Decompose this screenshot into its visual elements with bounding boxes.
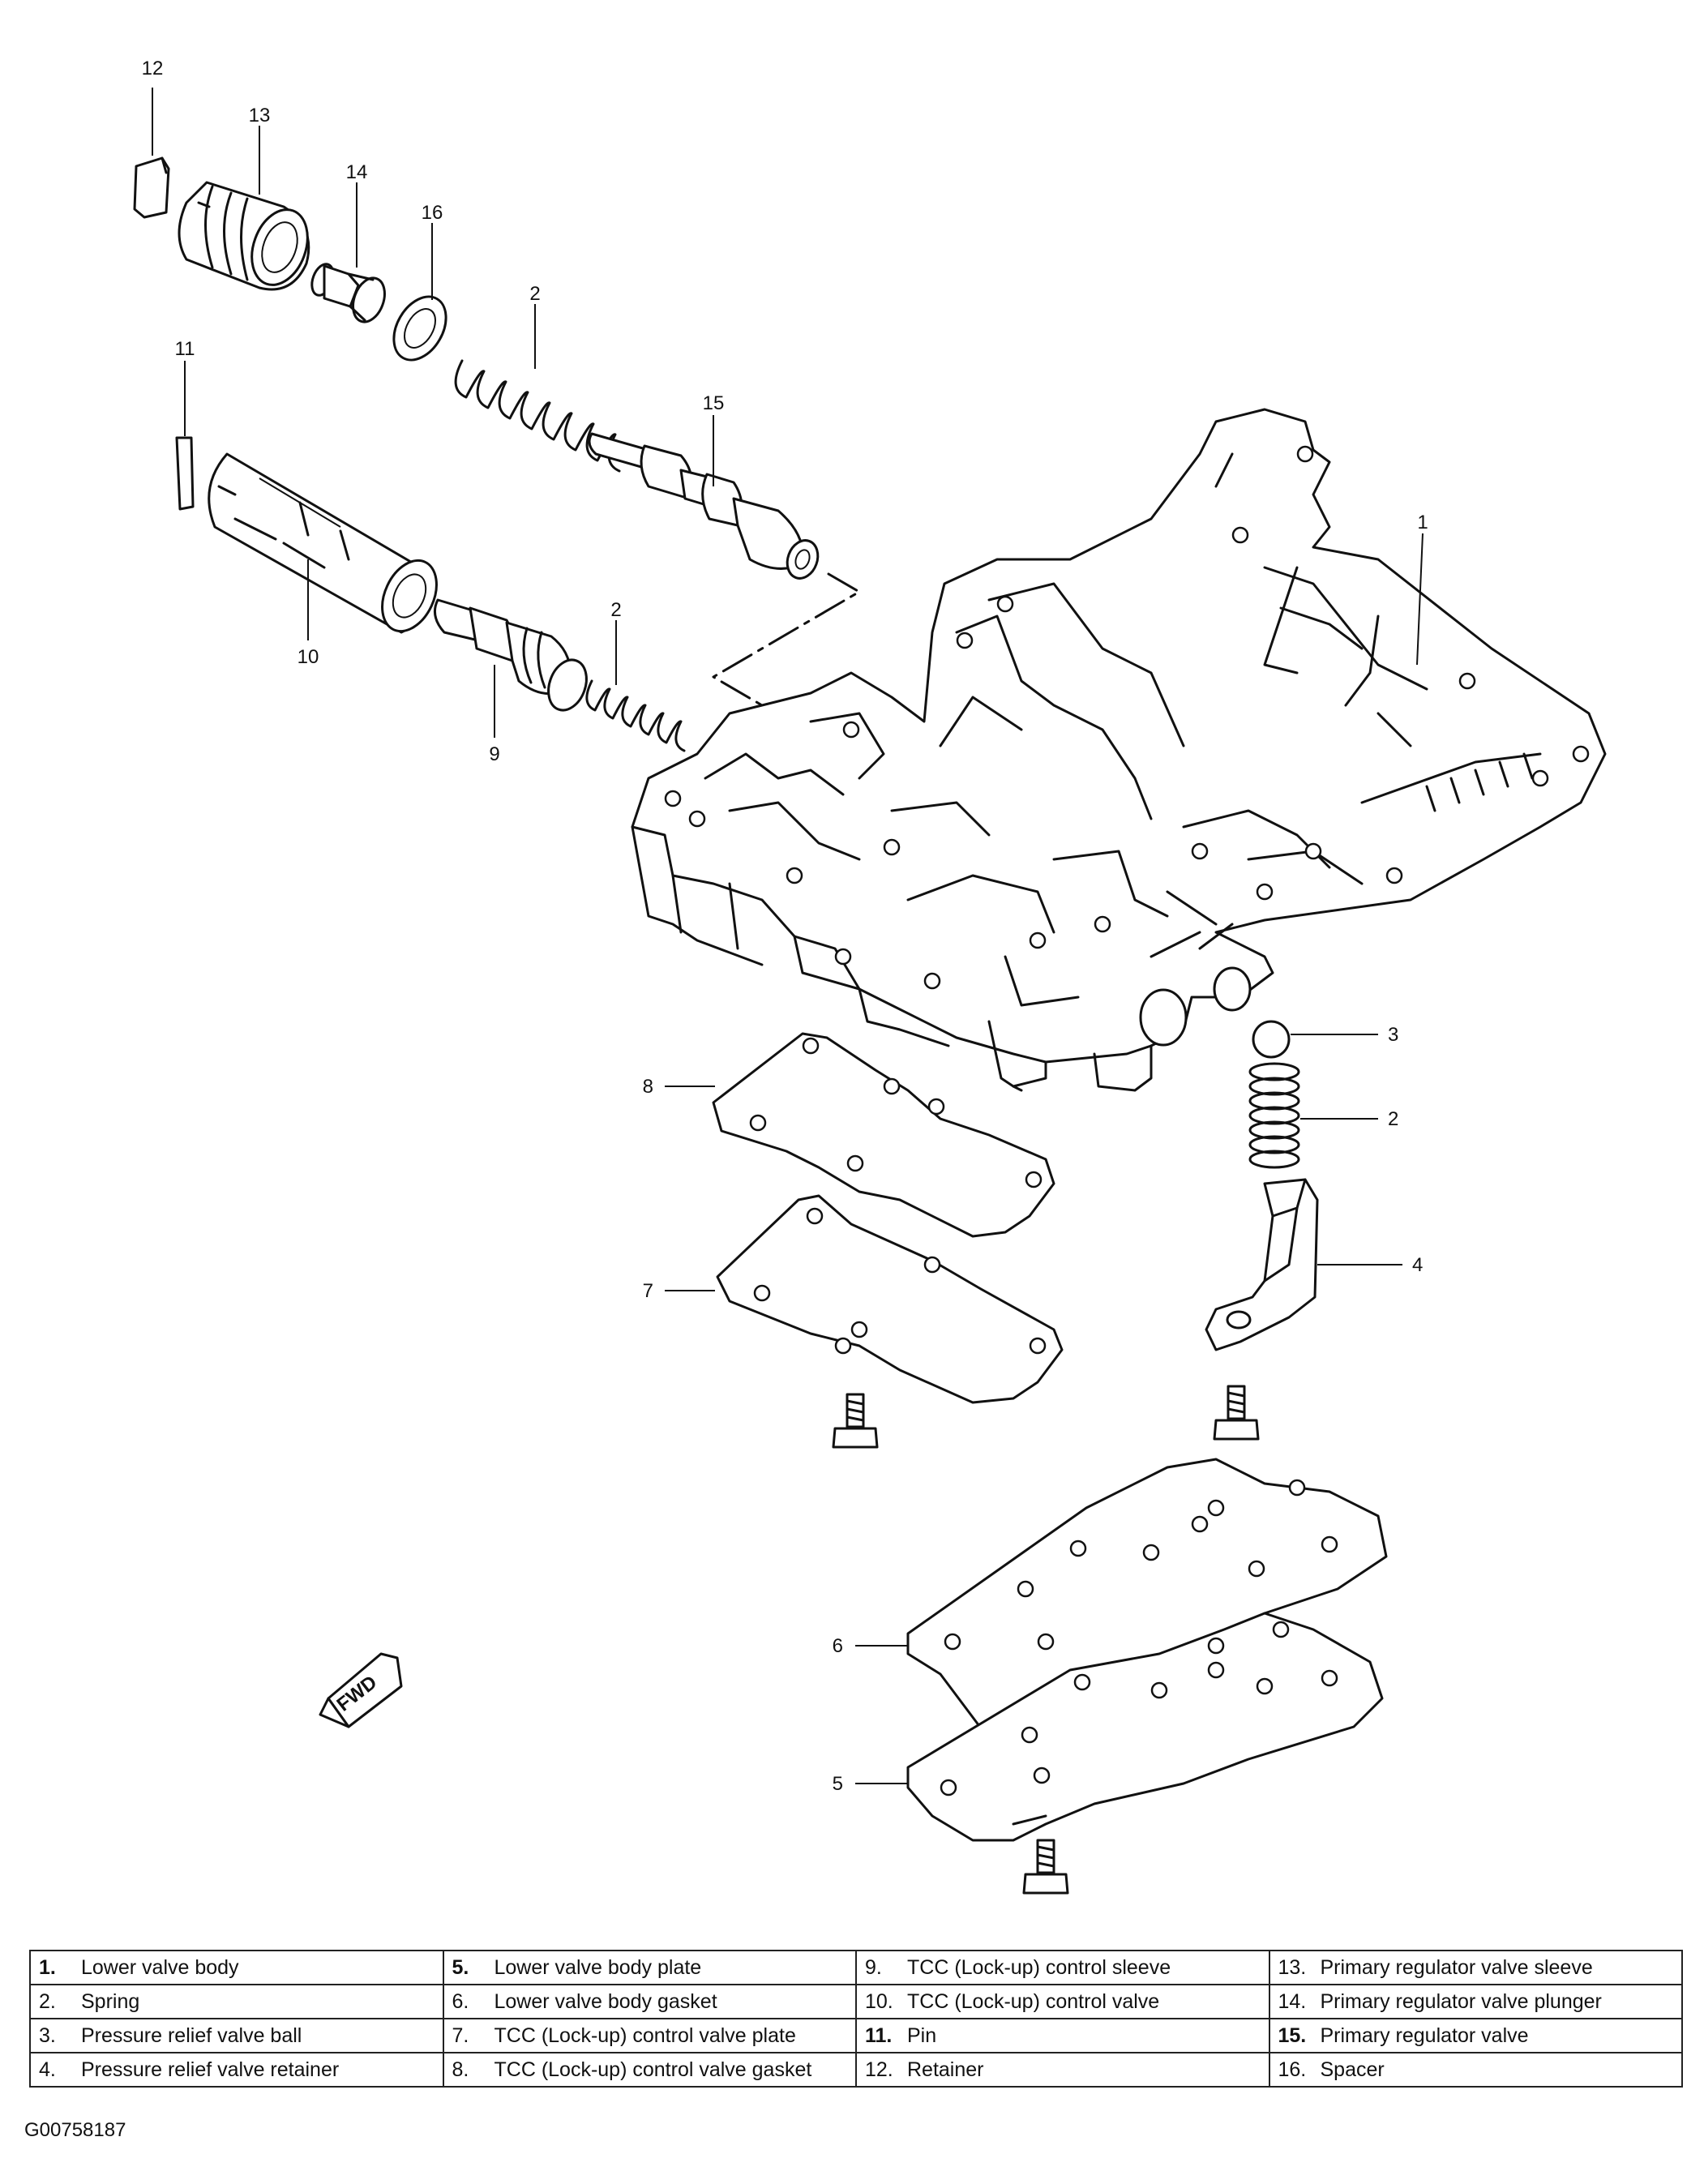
callout-2-lower: 2 <box>1388 1108 1398 1130</box>
callout-leaders <box>152 88 1424 1784</box>
callout-16: 16 <box>422 202 443 224</box>
bolt-right <box>1213 1385 1260 1441</box>
callout-12: 12 <box>142 58 164 79</box>
callout-8: 8 <box>643 1076 653 1098</box>
spacer-part <box>392 295 447 362</box>
primary-regulator-valve-plunger-part <box>310 263 386 323</box>
legend-part-name: Lower valve body <box>81 1955 239 1979</box>
callout-13: 13 <box>249 105 271 126</box>
legend-number: 2. <box>39 1989 56 2013</box>
legend-number: 16. <box>1278 2058 1307 2081</box>
tcc-control-valve-gasket-part <box>712 1032 1055 1238</box>
callout-14: 14 <box>346 161 368 183</box>
legend-part-name: Primary regulator valve sleeve <box>1320 1955 1593 1979</box>
callout-1: 1 <box>1417 512 1428 533</box>
legend-part-name: Spring <box>81 1989 140 2013</box>
legend-number: 5. <box>452 1955 469 1979</box>
legend-row: 4. Pressure relief valve retainer 8. TCC (L… <box>29 2052 1683 2088</box>
legend-part-name: Pressure relief valve retainer <box>81 2058 340 2081</box>
legend-number: 3. <box>39 2023 56 2047</box>
callout-5: 5 <box>833 1773 843 1795</box>
legend-cell: 13. Primary regulator valve sleeve <box>1268 1950 1683 1985</box>
legend-number: 8. <box>452 2058 469 2081</box>
legend-part-name: TCC (Lock-up) control valve gasket <box>494 2058 812 2081</box>
legend-part-name: Lower valve body gasket <box>494 1989 717 2013</box>
legend-part-name: Retainer <box>907 2058 984 2081</box>
legend-cell: 5. Lower valve body plate <box>442 1950 857 1985</box>
legend-part-name: TCC (Lock-up) control valve plate <box>494 2023 796 2047</box>
legend-part-name: Primary regulator valve plunger <box>1320 1989 1602 2013</box>
callout-6: 6 <box>833 1635 843 1657</box>
pressure-relief-valve-retainer-part <box>1205 1178 1319 1351</box>
legend-number: 6. <box>452 1989 469 2013</box>
callout-11: 11 <box>175 338 195 360</box>
legend-number: 12. <box>865 2058 893 2081</box>
callout-15: 15 <box>703 392 725 414</box>
legend-part-name: TCC (Lock-up) control sleeve <box>907 1955 1171 1979</box>
legend-part-name: Pressure relief valve ball <box>81 2023 302 2047</box>
tcc-control-valve-plate-part <box>716 1194 1064 1404</box>
legend-part-name: Lower valve body plate <box>494 1955 702 1979</box>
callout-10: 10 <box>298 646 319 668</box>
tcc-control-sleeve-part <box>433 598 588 712</box>
legend-number: 10. <box>865 1989 893 2013</box>
legend-cell: 15. Primary regulator valve <box>1268 2018 1683 2053</box>
callout-4: 4 <box>1412 1254 1423 1276</box>
spring-lower-part <box>1248 1062 1300 1169</box>
legend-cell: 11. Pin <box>855 2018 1270 2053</box>
legend-part-name: TCC (Lock-up) control valve <box>907 1989 1160 2013</box>
legend-cell: 16. Spacer <box>1268 2052 1683 2088</box>
legend-number: 15. <box>1278 2023 1307 2047</box>
legend-number: 14. <box>1278 1989 1307 2013</box>
fwd-arrow-icon: FWD <box>319 1652 403 1728</box>
legend-cell: 2. Spring <box>29 1984 444 2019</box>
legend-cell: 1. Lower valve body <box>29 1950 444 1985</box>
legend-part-name: Primary regulator valve <box>1320 2023 1529 2047</box>
bolt-left <box>832 1393 879 1449</box>
legend-number: 9. <box>865 1955 882 1979</box>
legend-number: 1. <box>39 1955 56 1979</box>
exploded-parts-diagram: FWD 12 13 14 16 2 15 11 10 2 9 1 3 2 8 7… <box>133 58 1607 1895</box>
callout-9: 9 <box>489 743 499 765</box>
legend-cell: 10. TCC (Lock-up) control valve <box>855 1984 1270 2019</box>
bolt-bottom <box>1022 1839 1069 1895</box>
legend-row: 3. Pressure relief valve ball 7. TCC (Lock-… <box>29 2018 1683 2053</box>
legend-cell: 12. Retainer <box>855 2052 1270 2088</box>
legend-part-name: Pin <box>907 2023 937 2047</box>
legend-cell: 9. TCC (Lock-up) control sleeve <box>855 1950 1270 1985</box>
legend-cell: 8. TCC (Lock-up) control valve gasket <box>442 2052 857 2088</box>
legend-number: 7. <box>452 2023 469 2047</box>
primary-regulator-valve-part <box>588 432 820 580</box>
legend-cell: 6. Lower valve body gasket <box>442 1984 857 2019</box>
pressure-relief-valve-ball-part <box>1252 1020 1291 1059</box>
legend-row: 1. Lower valve body 5. Lower valve body pla… <box>29 1950 1683 1985</box>
figure-code: G00758187 <box>24 2119 126 2141</box>
legend-part-name: Spacer <box>1320 2058 1385 2081</box>
tcc-control-valve-part <box>208 452 438 634</box>
retainer-part <box>133 156 170 219</box>
callout-3: 3 <box>1388 1024 1398 1046</box>
lower-valve-body-plate-part <box>906 1612 1384 1842</box>
lower-valve-body-part <box>631 408 1607 1092</box>
legend-number: 13. <box>1278 1955 1307 1979</box>
callout-2-upper: 2 <box>529 283 540 305</box>
callout-7: 7 <box>643 1280 653 1302</box>
callout-2-middle: 2 <box>610 599 621 621</box>
parts-legend-table: 1. Lower valve body 5. Lower valve body pla… <box>29 1950 1683 2088</box>
spring-upper-part <box>454 359 621 473</box>
legend-cell: 7. TCC (Lock-up) control valve plate <box>442 2018 857 2053</box>
legend-cell: 4. Pressure relief valve retainer <box>29 2052 444 2088</box>
legend-number: 11. <box>865 2023 893 2047</box>
primary-regulator-valve-sleeve-part <box>178 181 310 291</box>
pin-part <box>175 436 195 511</box>
legend-cell: 3. Pressure relief valve ball <box>29 2018 444 2053</box>
legend-cell: 14. Primary regulator valve plunger <box>1268 1984 1683 2019</box>
spring-middle-part <box>585 679 686 752</box>
legend-row: 2. Spring 6. Lower valve body gasket 10. TCC … <box>29 1984 1683 2019</box>
legend-number: 4. <box>39 2058 56 2081</box>
